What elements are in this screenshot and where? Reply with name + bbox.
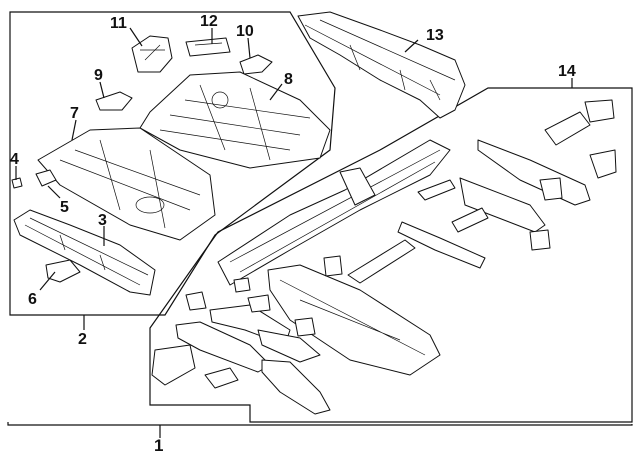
callout-8: 8 xyxy=(284,71,293,88)
callout-13: 13 xyxy=(426,27,444,44)
group-boundary-14 xyxy=(149,87,633,423)
part-10-bracket xyxy=(239,54,273,75)
callout-5: 5 xyxy=(60,199,69,216)
callouts: 1 2 3 4 5 6 7 8 9 10 11 12 13 14 xyxy=(10,13,576,455)
part-12-plate xyxy=(185,37,231,57)
group-boundary-1 xyxy=(7,422,633,438)
leader-lines xyxy=(15,27,419,330)
part-11-bracket xyxy=(131,35,173,73)
callout-7: 7 xyxy=(70,105,79,122)
part-7-center-floor xyxy=(37,127,216,241)
part-5-bracket xyxy=(35,169,57,187)
callout-3: 3 xyxy=(98,212,107,229)
callout-10: 10 xyxy=(236,23,254,40)
callout-9: 9 xyxy=(94,67,103,84)
callout-2: 2 xyxy=(78,331,87,348)
part-4-clip xyxy=(11,177,23,189)
callout-1: 1 xyxy=(154,436,163,455)
part-14-assembly xyxy=(151,99,617,415)
part-8-rear-floor xyxy=(139,71,331,169)
part-6-bracket xyxy=(45,259,81,283)
callout-11: 11 xyxy=(110,15,127,32)
group-boundary-2 xyxy=(9,11,336,316)
callout-12: 12 xyxy=(200,13,218,30)
part-3-side-member xyxy=(13,209,156,296)
callout-14: 14 xyxy=(558,63,576,80)
part-13-rear-crossmember xyxy=(297,11,466,119)
part-9-bracket xyxy=(95,91,133,111)
callout-6: 6 xyxy=(28,291,37,308)
callout-4: 4 xyxy=(10,151,19,168)
